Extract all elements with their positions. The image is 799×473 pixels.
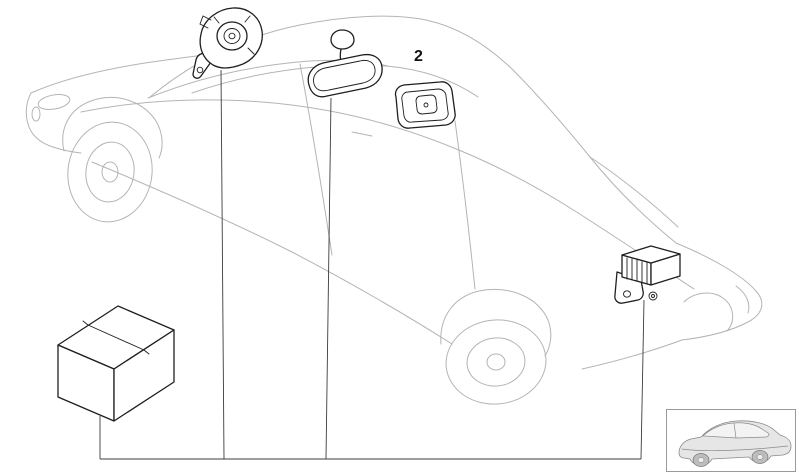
- siren-slot-1: [213, 16, 220, 24]
- module-leader-line: [640, 299, 645, 460]
- rear-lower-line: [581, 339, 683, 370]
- mirror-glass-edge: [313, 59, 376, 92]
- thumbnail-shade-line: [681, 445, 789, 452]
- box-flap-tick-2: [143, 349, 150, 355]
- front-bumper-line: [25, 92, 82, 154]
- siren-housing: [199, 7, 263, 69]
- siren-leader-line: [220, 69, 225, 460]
- module-grommet: [648, 291, 658, 301]
- thumbnail-rear-hub: [756, 454, 764, 460]
- sensor-cover-dot: [423, 102, 429, 108]
- box-seam: [87, 324, 145, 351]
- rear-light-line: [735, 285, 750, 314]
- mirror-leader-line: [325, 97, 332, 460]
- car-outline: [25, 15, 763, 405]
- beltline: [80, 99, 695, 290]
- module-face-top: [621, 245, 681, 264]
- rear-window-line: [511, 68, 677, 244]
- siren-slot-3: [247, 47, 255, 55]
- rearview-mirror-part: [307, 29, 383, 98]
- sensor-cover-inner: [401, 88, 449, 123]
- headlight-line: [37, 94, 71, 110]
- door-shut-line-front: [299, 63, 333, 256]
- siren-slot-2: [244, 15, 251, 23]
- parts-box: [57, 305, 175, 422]
- box-right-face: [113, 329, 175, 422]
- sill-line: [91, 161, 453, 345]
- mirror-mount: [330, 29, 355, 50]
- leader-lines: [99, 69, 645, 460]
- c-pillar-line: [589, 156, 679, 228]
- thumbnail-car-glass: [702, 422, 770, 439]
- module-bracket-hole: [623, 290, 631, 298]
- rear-wheel-rim: [466, 337, 526, 387]
- front-wheel-rim: [85, 141, 135, 203]
- mirror-housing: [307, 53, 383, 98]
- trunk-line: [675, 242, 763, 341]
- rear-wheel-hub: [486, 353, 506, 371]
- sensor-cover-outer: [394, 81, 456, 129]
- siren-ring-outer: [216, 21, 248, 51]
- front-wheel: [67, 121, 153, 223]
- siren-connector: [199, 15, 212, 29]
- thumbnail-window-divider: [733, 422, 737, 439]
- thumbnail-front-hub: [697, 457, 705, 463]
- siren-ring-inner: [228, 32, 236, 40]
- box-flap-tick-1: [82, 320, 89, 326]
- thumbnail-box: [666, 409, 796, 472]
- front-wheel-arch: [62, 97, 163, 159]
- door-shut-line-rear: [454, 120, 476, 290]
- sensor-cover-part: 2: [394, 48, 456, 129]
- module-grommet-center: [651, 294, 655, 298]
- alarm-siren-part: [192, 7, 263, 79]
- door-handle-line: [351, 131, 373, 137]
- sensor-cover-detail: [415, 94, 438, 115]
- grille-line: [31, 106, 41, 122]
- rear-wheel: [445, 319, 547, 405]
- far-rear-wheel-line: [683, 292, 734, 332]
- rear-wheel-arch: [440, 289, 552, 357]
- callout-2-label: 2: [414, 48, 423, 65]
- control-unit-part: [614, 245, 681, 304]
- siren-bracket-hole: [196, 66, 204, 74]
- siren-ring-mid: [223, 28, 241, 44]
- front-wheel-hub: [101, 161, 119, 183]
